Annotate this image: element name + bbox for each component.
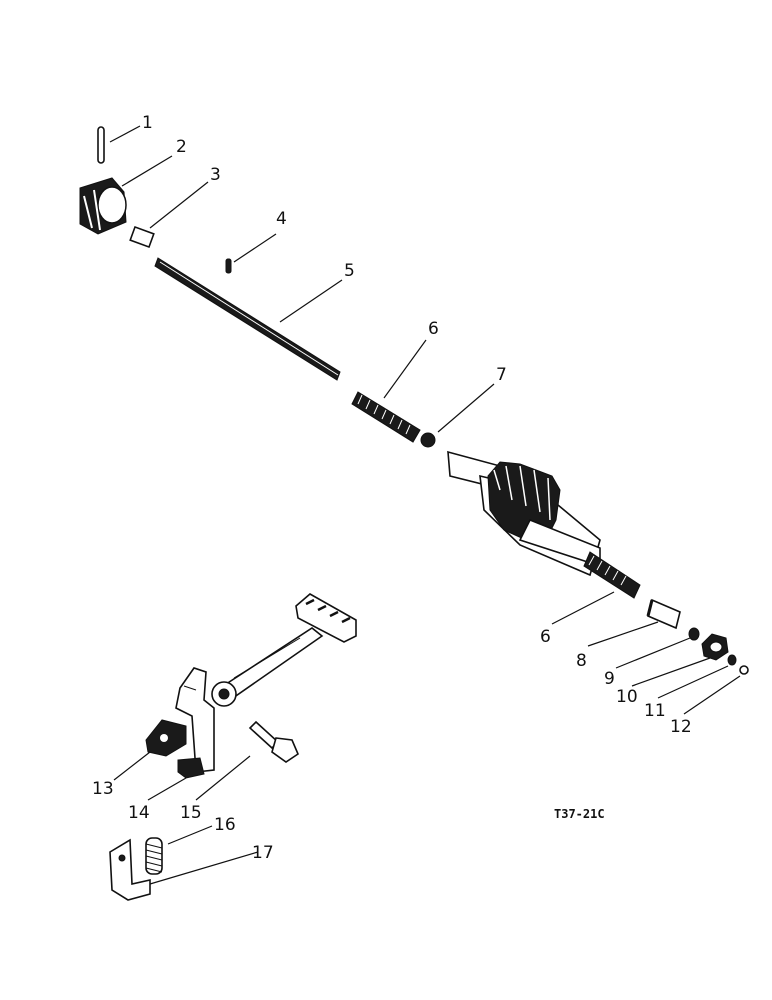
callout-8: 8	[576, 651, 587, 671]
pedal-lever-assembly	[145, 593, 357, 779]
callout-6-upper: 6	[428, 319, 439, 339]
part-6-spring-lower	[583, 551, 641, 599]
callout-2: 2	[176, 137, 187, 157]
part-12-ring	[739, 665, 749, 675]
gear-shaft-assembly	[447, 450, 601, 577]
part-15-bolt	[248, 720, 299, 763]
callout-16: 16	[214, 815, 236, 835]
callout-17: 17	[252, 843, 274, 863]
callout-12: 12	[670, 717, 692, 737]
part-3-bushing	[129, 225, 155, 249]
callout-6-lower: 6	[540, 627, 551, 647]
part-5-shaft	[154, 257, 341, 381]
part-6-spring-upper	[351, 391, 421, 443]
callout-1: 1	[142, 113, 153, 133]
part-11-washer	[727, 654, 737, 666]
part-10-nut	[701, 633, 729, 661]
part-2-gear-collar	[79, 177, 127, 235]
part-9-washer	[688, 627, 700, 641]
part-7-cap	[420, 432, 436, 448]
callout-9: 9	[604, 669, 615, 689]
part-17-bracket	[109, 838, 151, 901]
part-16-spring	[145, 837, 163, 875]
callout-14: 14	[128, 803, 150, 823]
callout-4: 4	[276, 209, 287, 229]
callout-7: 7	[496, 365, 507, 385]
callout-3: 3	[210, 165, 221, 185]
leader-lines	[109, 125, 741, 885]
callout-13: 13	[92, 779, 114, 799]
callout-10: 10	[616, 687, 638, 707]
callout-15: 15	[180, 803, 202, 823]
part-8-bushing	[646, 598, 681, 630]
callout-11: 11	[644, 701, 666, 721]
part-1-pin	[97, 126, 105, 164]
callout-5: 5	[344, 261, 355, 281]
callout-labels: 1 2 3 4 5 6 7 6 8 9 10 11 12 13 14 15 16…	[92, 113, 692, 863]
part-4-pin	[225, 258, 232, 274]
figure-code: T37-21C	[554, 807, 605, 821]
